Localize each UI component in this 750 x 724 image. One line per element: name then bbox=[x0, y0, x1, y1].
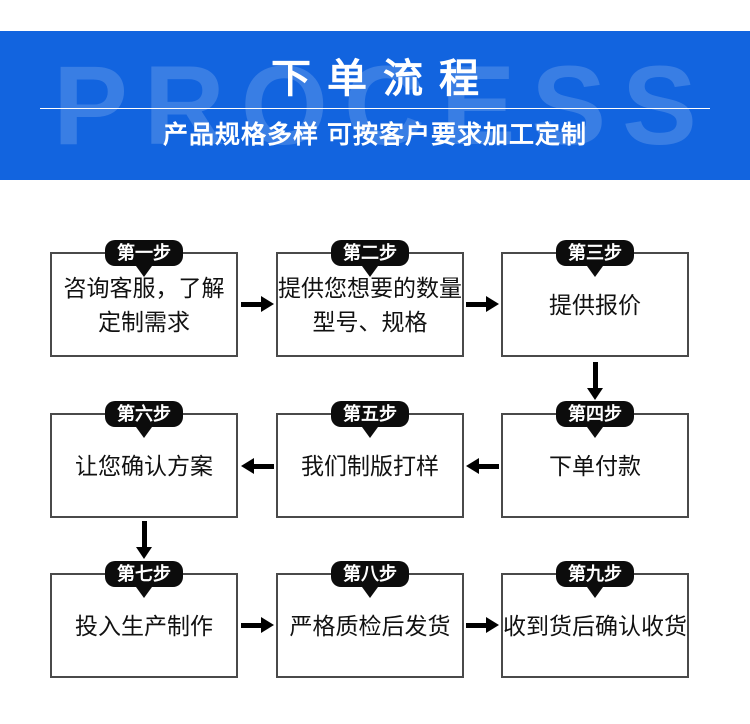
step-box-9: 第九步 收到货后确认收货 bbox=[501, 561, 689, 678]
step-box-5: 第五步 我们制版打样 bbox=[276, 401, 464, 518]
step-box-3: 第三步 提供报价 bbox=[501, 240, 689, 357]
page-subtitle: 产品规格多样 可按客户要求加工定制 bbox=[163, 121, 587, 149]
step-text-line: 让您确认方案 bbox=[75, 452, 213, 479]
step-text-line: 我们制版打样 bbox=[301, 452, 439, 479]
step-box-6: 第六步 让您确认方案 bbox=[50, 401, 238, 518]
page-title: 下单流程 bbox=[271, 57, 495, 101]
flow-arrow-right-icon bbox=[466, 296, 499, 312]
step-badge: 第六步 bbox=[105, 401, 183, 427]
flow-arrow-down-icon bbox=[587, 362, 603, 400]
step-box-7: 第七步 投入生产制作 bbox=[50, 561, 238, 678]
flow-arrow-right-icon bbox=[466, 617, 499, 633]
flow-arrow-right-icon bbox=[241, 296, 274, 312]
flow-arrow-right-icon bbox=[241, 617, 274, 633]
step-badge: 第四步 bbox=[556, 401, 634, 427]
step-badge: 第二步 bbox=[331, 240, 409, 266]
step-badge: 第九步 bbox=[556, 561, 634, 587]
flow-arrow-left-icon bbox=[466, 458, 499, 474]
process-banner: PROCESS 下单流程 产品规格多样 可按客户要求加工定制 bbox=[0, 31, 750, 180]
process-watermark-text: PROCESS bbox=[53, 43, 713, 168]
step-badge: 第七步 bbox=[105, 561, 183, 587]
step-box-8: 第八步 严格质检后发货 bbox=[276, 561, 464, 678]
step-badge: 第一步 bbox=[105, 240, 183, 266]
step-text-line: 定制需求 bbox=[98, 308, 190, 335]
step-box-2: 第二步 提供您想要的数量 型号、规格 bbox=[276, 240, 464, 357]
step-text-line: 严格质检后发货 bbox=[289, 612, 451, 639]
step-text-line: 下单付款 bbox=[549, 452, 641, 479]
step-box-1: 第一步 咨询客服，了解 定制需求 bbox=[50, 240, 238, 357]
step-text-line: 提供报价 bbox=[549, 291, 641, 318]
title-divider-line bbox=[40, 108, 710, 109]
step-badge: 第三步 bbox=[556, 240, 634, 266]
step-text-line: 收到货后确认收货 bbox=[503, 612, 687, 639]
flow-arrow-down-icon bbox=[136, 521, 152, 559]
step-text-line: 咨询客服，了解 bbox=[63, 274, 225, 301]
step-badge: 第八步 bbox=[331, 561, 409, 587]
step-badge: 第五步 bbox=[331, 401, 409, 427]
step-box-4: 第四步 下单付款 bbox=[501, 401, 689, 518]
step-text-line: 型号、规格 bbox=[312, 308, 428, 335]
step-text-line: 提供您想要的数量 bbox=[278, 274, 462, 301]
flow-arrow-left-icon bbox=[241, 458, 274, 474]
step-text-line: 投入生产制作 bbox=[75, 612, 213, 639]
